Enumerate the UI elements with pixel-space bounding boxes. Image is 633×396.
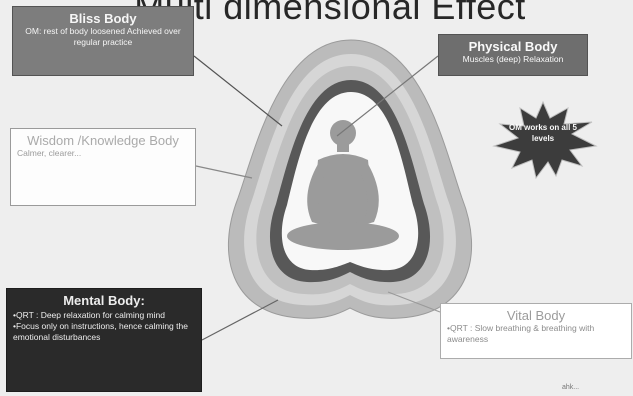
wisdom-body-box: Wisdom /Knowledge Body Calmer, clearer..… — [10, 128, 196, 206]
physical-body-box: Physical Body Muscles (deep) Relaxation — [438, 34, 588, 76]
vital-body-box: Vital Body •QRT : Slow breathing & breat… — [440, 303, 632, 359]
connector-mental — [202, 300, 278, 340]
vital-body-detail: •QRT : Slow breathing & breathing with a… — [447, 323, 625, 345]
mental-body-line-1: •QRT : Deep relaxation for calming mind — [13, 310, 195, 321]
vital-body-heading: Vital Body — [447, 308, 625, 323]
mental-body-box: Mental Body: •QRT : Deep relaxation for … — [6, 288, 202, 392]
wisdom-body-heading: Wisdom /Knowledge Body — [17, 133, 189, 148]
bliss-body-detail: OM: rest of body loosened Achieved over … — [19, 26, 187, 48]
connector-bliss — [194, 56, 282, 126]
om-burst-text: OM works on all 5 levels — [508, 122, 578, 152]
wisdom-body-detail: Calmer, clearer... — [17, 148, 189, 159]
mental-body-heading: Mental Body: — [13, 293, 195, 308]
mental-body-line-2: •Focus only on instructions, hence calmi… — [13, 321, 195, 343]
bliss-body-box: Bliss Body OM: rest of body loosened Ach… — [12, 6, 194, 76]
physical-body-heading: Physical Body — [445, 39, 581, 54]
bliss-body-heading: Bliss Body — [19, 11, 187, 26]
connector-wisdom — [196, 166, 252, 178]
footer-mark: ahk... — [562, 384, 579, 391]
physical-body-detail: Muscles (deep) Relaxation — [445, 54, 581, 65]
